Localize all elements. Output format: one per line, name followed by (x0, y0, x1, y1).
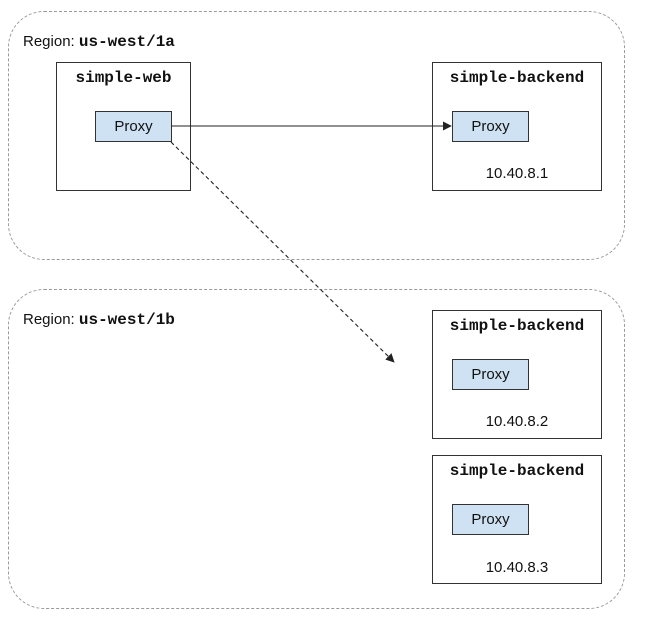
service-simple-backend-2: simple-backend Proxy 10.40.8.2 (432, 310, 602, 439)
region-label-code: us-west/1b (78, 311, 175, 329)
ip-address: 10.40.8.2 (485, 413, 549, 430)
region-label-prefix: Region: (23, 33, 79, 50)
region-label-us-west-1a: Region: us-west/1a (23, 33, 175, 51)
service-title: simple-web (75, 69, 172, 87)
ip-address: 10.40.8.3 (485, 559, 549, 576)
service-title: simple-backend (449, 462, 585, 480)
region-label-code: us-west/1a (78, 33, 175, 51)
service-title: simple-backend (449, 69, 585, 87)
region-label-us-west-1b: Region: us-west/1b (23, 311, 175, 329)
proxy-box: Proxy (452, 504, 529, 535)
ip-address: 10.40.8.1 (485, 165, 549, 182)
service-simple-backend-3: simple-backend Proxy 10.40.8.3 (432, 455, 602, 584)
service-simple-backend-1: simple-backend Proxy 10.40.8.1 (432, 62, 602, 191)
proxy-box: Proxy (95, 111, 172, 142)
proxy-box: Proxy (452, 359, 529, 390)
service-title: simple-backend (449, 317, 585, 335)
region-label-prefix: Region: (23, 311, 79, 328)
service-simple-web: simple-web Proxy (56, 62, 191, 191)
proxy-box: Proxy (452, 111, 529, 142)
